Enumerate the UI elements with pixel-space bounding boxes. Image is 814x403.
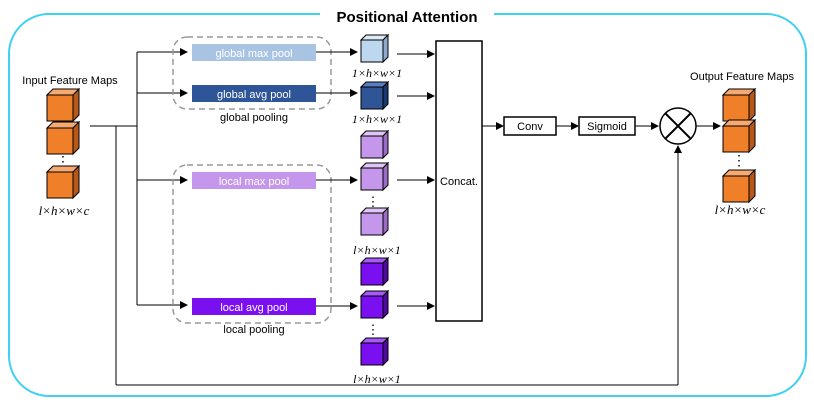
local-avg-cube-2 [359, 289, 390, 320]
input-ellipsis: ⋮ [56, 153, 70, 169]
diagram-title: Positional Attention [336, 9, 477, 26]
global-avg-pool-box [192, 85, 316, 102]
output-cube-1 [721, 87, 757, 123]
concat-label: Concat. [440, 176, 478, 188]
multiply-icon [659, 107, 697, 145]
local-max-pool-label: local max pool [219, 176, 289, 188]
sigmoid-label: Sigmoid [587, 121, 627, 133]
concat-block [435, 40, 483, 322]
local-avg-pool-label: local avg pool [220, 302, 287, 314]
input-dims: l×h×w×c [39, 203, 90, 218]
global-max-pool-label: global max pool [215, 48, 292, 60]
global-pooling-label: global pooling [220, 112, 288, 124]
input-label: Input Feature Maps [22, 75, 118, 87]
local-avg-pool-box [192, 298, 316, 315]
output-label: Output Feature Maps [690, 71, 794, 83]
global-avg-cube [359, 80, 390, 111]
global-avg-pool-label: global avg pool [217, 89, 291, 101]
local-max-pool-box [192, 172, 316, 189]
local-avg-cube-3 [359, 336, 390, 367]
global-avg-dims: 1×h×w×1 [352, 112, 402, 126]
local-max-ellipsis: ⋮ [367, 194, 380, 209]
global-pooling-group [172, 36, 332, 110]
local-avg-ellipsis: ⋮ [367, 322, 380, 337]
input-cube-1 [45, 87, 81, 123]
output-cube-3 [721, 168, 757, 204]
local-pooling-label: local pooling [223, 324, 284, 336]
output-ellipsis: ⋮ [732, 152, 746, 168]
conv-label: Conv [517, 121, 543, 133]
local-avg-dims: l×h×w×1 [353, 372, 401, 386]
local-max-cube-1 [359, 129, 390, 160]
local-max-cube-3 [359, 206, 390, 237]
local-avg-cube-1 [359, 256, 390, 287]
global-max-dims: 1×h×w×1 [352, 66, 402, 80]
global-max-pool-box [192, 44, 316, 61]
input-cube-2 [45, 120, 81, 156]
local-max-cube-2 [359, 161, 390, 192]
output-dims: l×h×w×c [715, 202, 766, 217]
local-pooling-group [172, 164, 332, 324]
input-cube-3 [45, 164, 81, 200]
local-max-dims: l×h×w×1 [353, 243, 401, 257]
outer-border [8, 13, 807, 397]
output-cube-2 [721, 118, 757, 154]
global-max-cube [359, 33, 390, 64]
